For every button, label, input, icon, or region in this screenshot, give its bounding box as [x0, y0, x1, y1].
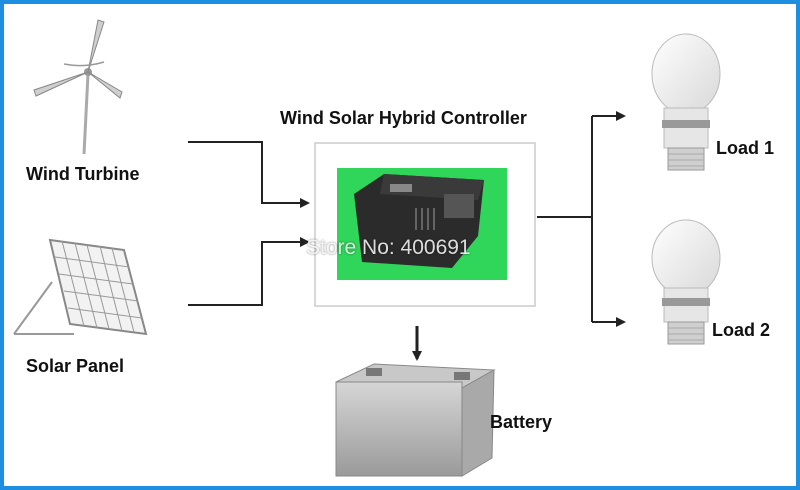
wind-turbine-label: Wind Turbine: [26, 164, 140, 184]
input-connectors: [188, 141, 310, 306]
output-connectors: [412, 111, 626, 361]
load-2-label: Load 2: [712, 320, 771, 340]
solar-panel-label: Solar Panel: [26, 356, 125, 376]
wind-turbine-icon: [33, 19, 123, 155]
solar-panel-icon: [13, 238, 148, 336]
light-bulb-icon: [651, 219, 721, 345]
controller-title: Wind Solar Hybrid Controller: [280, 108, 527, 128]
battery-label: Battery: [490, 412, 553, 432]
diagram-canvas: [13, 19, 721, 477]
controller-panel: [314, 142, 536, 307]
controller-device-icon: [354, 174, 484, 268]
watermark-text: Store No: 400691: [306, 236, 471, 259]
load-1-label: Load 1: [716, 138, 775, 158]
light-bulb-icon: [651, 33, 721, 171]
battery-icon: [335, 363, 496, 477]
